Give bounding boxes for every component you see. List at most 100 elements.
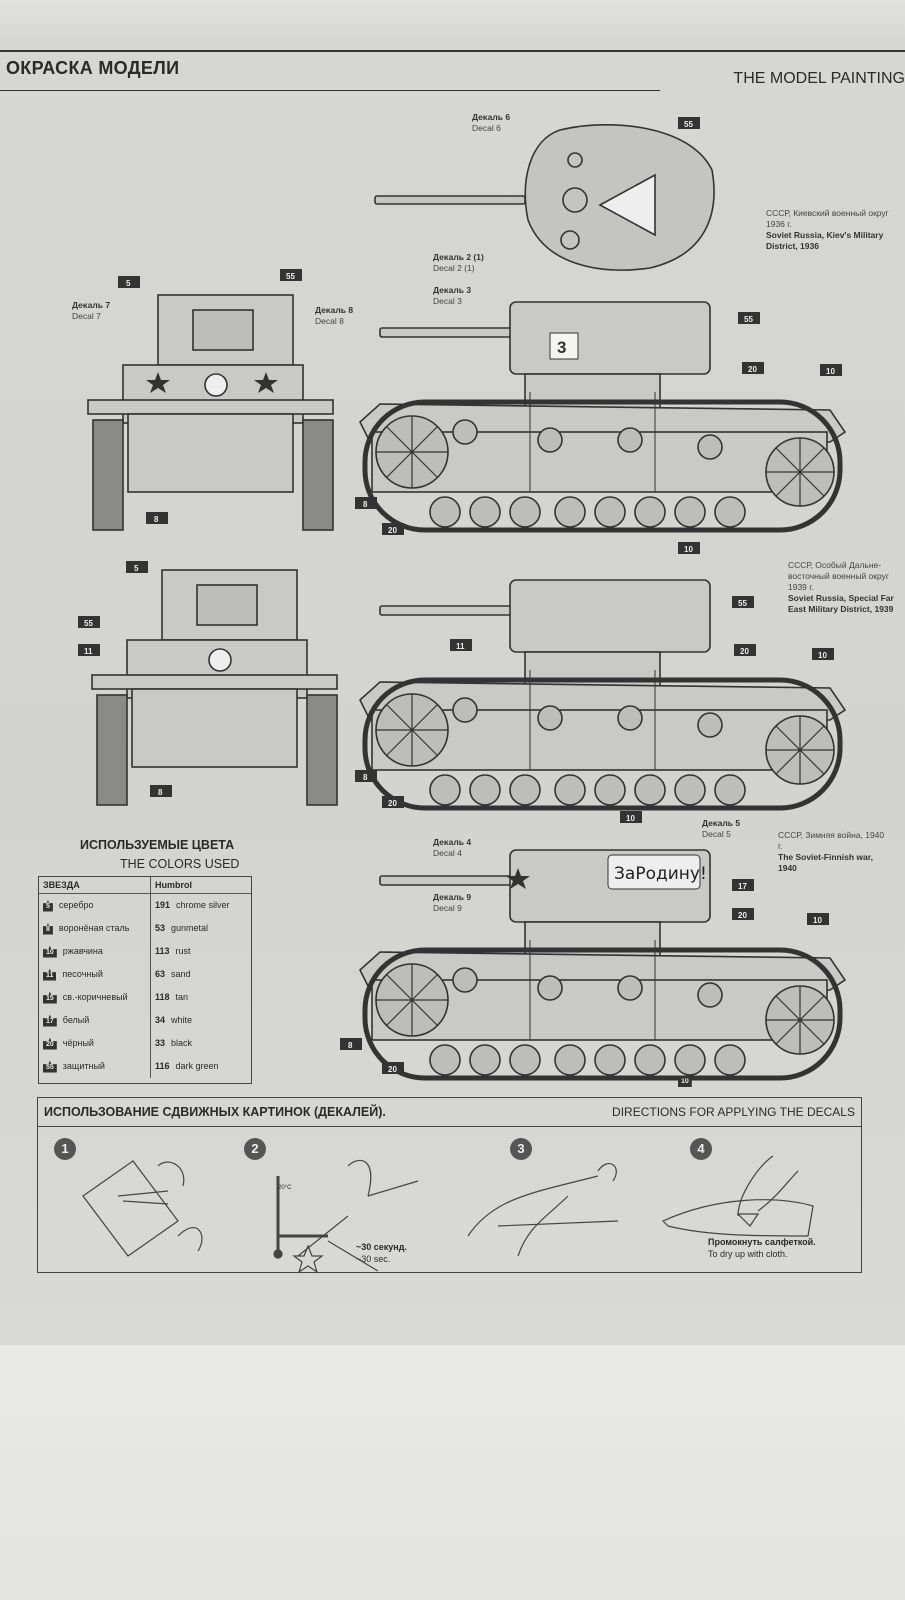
water-soak-illustration [273,1159,419,1274]
color-row: 55 защитный 116 dark green [39,1055,251,1078]
header-rule-bottom [0,90,660,91]
star-callout-icon: 8 [43,922,53,935]
red-star-icon [254,372,278,393]
scissors-cut-illustration [82,1160,203,1257]
top-view-turret [374,124,715,271]
side-view-scheme-3 [360,850,845,1078]
callout: 10 [684,545,693,554]
callout: 20 [748,365,757,374]
red-star-icon [146,372,170,393]
callout: 5 [126,279,131,288]
callouts-scheme-3: 17 20 10 8 20 [340,879,829,1074]
callout: 10 [826,367,835,376]
turret-number: 3 [557,338,566,357]
slogan-decal [607,854,701,890]
callout: 20 [388,526,397,535]
side-view-scheme-1 [360,302,845,530]
humbrol-code: 116 [155,1061,170,1071]
color-name-ru: воронёная сталь [58,923,130,933]
step-3-badge: 3 [510,1138,532,1160]
callout: 55 [738,599,747,608]
decal-title-ru: ИСПОЛЬЗОВАНИЕ СДВИЖНЫХ КАРТИНОК (ДЕКАЛЕЙ… [44,1105,386,1119]
color-name-ru: ржавчина [62,946,103,956]
blot-dry-illustration [661,1155,814,1237]
step-2-note: ~30 секунд.~30 sec. [356,1242,407,1264]
star-callout-icon: 20 [43,1037,57,1050]
slide-decal-illustration [467,1163,619,1257]
humbrol-code: 63 [155,969,166,979]
title-ru: ОКРАСКА МОДЕЛИ [6,58,180,78]
star-callout-icon: 11 [43,968,57,981]
callout: 20 [388,799,397,808]
callout: 20 [388,1065,397,1074]
callout: 55 [286,272,295,281]
callout: 5 [134,564,139,573]
callout: 10 [818,651,827,660]
background-surface [0,1345,905,1600]
callout: 10 [813,916,822,925]
callout: 10 [626,814,635,823]
turret-number-decal [549,332,579,360]
callout: 8 [363,500,368,509]
color-name-en: white [171,1015,193,1025]
color-name-en: dark green [175,1061,219,1071]
humbrol-code: 33 [155,1038,166,1048]
color-name-en: rust [175,946,191,956]
decal-label-2: Деκаль 2 (1)Decal 2 (1) [433,252,484,273]
callout: 55 [84,619,93,628]
tank-drawings: 3 ЗаРодину! 55 55 20 10 8 20 10 5 55 8 5… [78,117,905,1100]
callouts-scheme-2: 55 11 20 10 8 20 10 5 55 11 8 [78,561,834,823]
humbrol-code: 53 [155,923,166,933]
star-callout-icon: 5 [43,899,53,912]
color-name-en: chrome silver [176,900,230,910]
side-view-scheme-2 [360,580,845,808]
color-row: 5 серебро 191 chrome silver [39,894,251,917]
callout: 11 [84,647,93,656]
scheme-2-caption: СССР, Особый Дальне-восточный военный ок… [788,560,894,614]
star-callout-icon: 55 [43,1060,57,1073]
colors-title-en: THE COLORS USED [120,857,240,871]
step-4-note: Промокнуть салфеткой.To dry up with clot… [708,1237,816,1259]
humbrol-code: 113 [155,946,170,956]
callout: 8 [158,788,163,797]
callout: 20 [738,911,747,920]
colors-title-ru: ИСПОЛЬЗУЕМЫЕ ЦВЕТА [80,838,235,852]
decal-title-en: DIRECTIONS FOR APPLYING THE DECALS [612,1105,855,1119]
color-name-ru: чёрный [62,1038,94,1048]
title-en: THE MODEL PAINTING [733,70,905,87]
step-4-badge: 4 [690,1138,712,1160]
color-name-ru: песочный [62,969,103,979]
humbrol-code: 191 [155,900,171,910]
decal-illustrations [82,1155,814,1274]
callout: 8 [363,773,368,782]
color-name-ru: белый [62,1015,90,1025]
front-view-scheme-1 [87,294,334,531]
callout: 8 [348,1041,353,1050]
decal-directions: ИСПОЛЬЗОВАНИЕ СДВИЖНЫХ КАРТИНОК (ДЕКАЛЕЙ… [37,1097,862,1274]
callout: 55 [744,315,753,324]
humbrol-code: 34 [155,1015,166,1025]
callout: 17 [738,882,747,891]
color-name-ru: св.-коричневый [62,992,128,1002]
header-rule-top [0,50,905,52]
color-name-ru: защитный [62,1061,105,1071]
color-name-en: gunmetal [171,923,209,933]
callout: 20 [740,647,749,656]
color-name-ru: серебро [58,900,94,910]
callout: 55 [684,120,693,129]
temperature-label: 20°C [278,1185,292,1191]
star-callout-icon: 15 [43,991,57,1004]
scheme-3-caption: СССР, Зимняя война, 1940 г.The Soviet-Fi… [778,830,885,873]
